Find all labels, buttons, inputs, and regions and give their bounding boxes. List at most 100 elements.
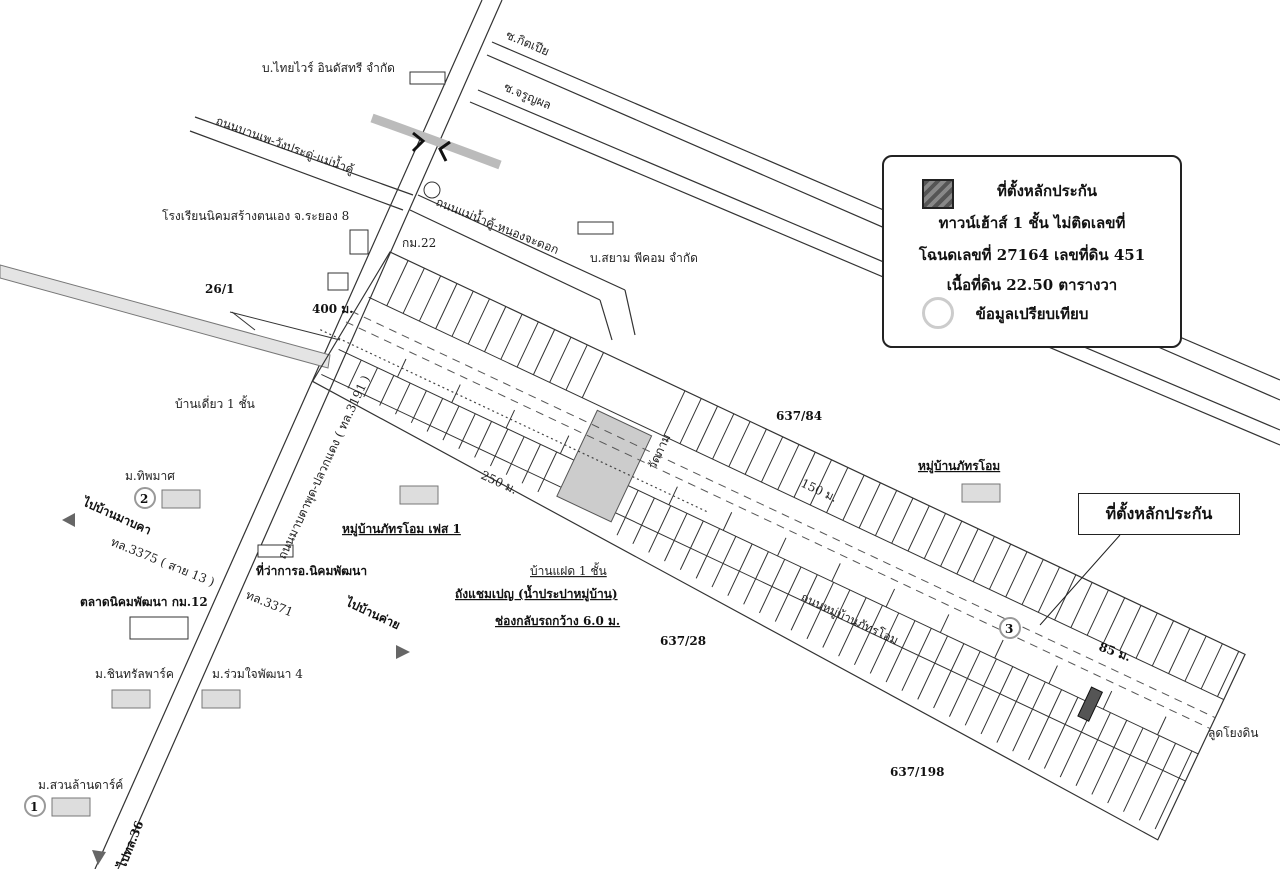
lot-line xyxy=(1005,551,1028,598)
lot-line xyxy=(759,559,786,614)
direction-arrows xyxy=(62,513,410,865)
lot-line xyxy=(505,436,525,475)
leaf-icon xyxy=(327,272,349,291)
label-district-office: ที่ว่าการอ.นิคมพัฒนา xyxy=(256,562,367,578)
lot-line xyxy=(722,512,733,531)
lot-line xyxy=(774,566,802,622)
comparison-ring-icon xyxy=(922,297,954,329)
lot-line xyxy=(632,497,655,545)
house-icons xyxy=(51,483,1001,817)
lot-line xyxy=(940,520,963,567)
lot-line xyxy=(858,482,881,529)
lot-line xyxy=(695,528,721,579)
lot-line xyxy=(379,375,395,406)
lot-line xyxy=(1021,559,1044,605)
lot-line xyxy=(442,405,460,441)
lot-line xyxy=(521,444,541,484)
lot-line xyxy=(1135,612,1158,659)
lot-line xyxy=(695,405,718,452)
lot-line xyxy=(1091,720,1128,795)
lot-line xyxy=(347,359,362,389)
label-return-gap: ช่องกลับรถกว้าง 6.0 ม. xyxy=(495,614,620,628)
lot-line xyxy=(467,298,490,345)
lot-line xyxy=(1070,582,1093,628)
house-icon xyxy=(961,483,1001,503)
lot-line xyxy=(549,336,572,383)
office-icon xyxy=(257,544,294,558)
comparison-marker-2: 2 xyxy=(134,487,156,509)
label-road-3371: ทล.3371 xyxy=(244,588,295,620)
label-road-maenamku: ถนนแม่น้ำคู้-หนองจะดอก xyxy=(434,193,562,258)
label-dist-85: 85 ม. xyxy=(1097,640,1133,664)
label-km22: กม.22 xyxy=(402,236,436,250)
lot-line xyxy=(1102,597,1126,644)
lot-line xyxy=(760,436,784,483)
lot-line xyxy=(648,505,672,553)
callout-pointer xyxy=(1039,534,1121,626)
lot-line xyxy=(663,390,686,437)
legend-area: เนื้อที่ดิน 22.50 ตารางวา xyxy=(946,276,1118,294)
lot-line xyxy=(1012,681,1046,752)
lot-line xyxy=(581,352,604,398)
lot-line xyxy=(418,275,442,322)
buddha-icon xyxy=(423,181,441,199)
label-water-tank: ถังแชมเปญ (น้ำประปาหมู่บ้าน) xyxy=(455,584,618,602)
lot-line xyxy=(831,563,841,582)
map-legend: ที่ตั้งหลักประกัน ทาวน์เฮ้าส์ 1 ชั้น ไม่… xyxy=(882,155,1182,348)
label-dist-400: 400 ม. xyxy=(312,302,353,316)
lot-line xyxy=(532,329,556,375)
label-to-road-36: ไปทล.36 xyxy=(113,818,146,869)
collateral-plot[interactable] xyxy=(1077,686,1104,722)
svg-text:2: 2 xyxy=(140,492,148,506)
lot-line xyxy=(679,398,702,444)
school-icon xyxy=(349,229,369,255)
lot-line xyxy=(616,490,639,536)
lot-line xyxy=(458,413,476,449)
lot-line xyxy=(368,296,1224,701)
lot-line xyxy=(1075,712,1111,786)
lot-line xyxy=(891,497,914,544)
lot-line xyxy=(489,428,509,467)
lot-line xyxy=(1043,697,1079,769)
lot-line xyxy=(565,344,588,391)
lot-line xyxy=(426,398,444,432)
label-dist-150: 150 ม. xyxy=(799,476,840,505)
lot-line xyxy=(1048,665,1058,684)
lot-line xyxy=(917,635,949,700)
label-plot-637-84: 637/84 xyxy=(776,409,822,423)
lot-line xyxy=(822,589,851,648)
label-m-ruamjai: ม.ร่วมใจพัฒนา 4 xyxy=(212,667,303,681)
legend-collateral: ที่ตั้งหลักประกัน xyxy=(996,182,1098,200)
label-plot-637-198: 637/198 xyxy=(890,765,944,779)
lot-line xyxy=(933,643,965,709)
label-soi-charoonphon: ซ.จรูญผล xyxy=(501,80,553,113)
lot-line xyxy=(1107,727,1144,804)
house-icon xyxy=(201,689,241,709)
legend-comparison: ข้อมูลเปรียบเทียบ xyxy=(975,305,1089,323)
lot-line xyxy=(711,536,737,588)
lot-line xyxy=(516,321,539,368)
lot-line xyxy=(1200,643,1223,690)
label-village-phase1: หมู่บ้านภัทรโอม เฟส 1 xyxy=(342,521,461,537)
lot-line xyxy=(395,382,411,415)
label-m-thipmat: ม.ทิพมาศ xyxy=(125,469,175,483)
development-plan xyxy=(311,251,1246,841)
label-market: ตลาดนิคมพัฒนา กม.12 xyxy=(80,595,208,609)
lot-line xyxy=(853,605,883,666)
label-road-banped: ถนนบานเพ-วังประดู่-แม่น้ำคู้ xyxy=(214,112,357,178)
label-soi-kitpiya: ซ.กิตเปีย xyxy=(504,28,552,59)
lot-line xyxy=(1123,735,1160,812)
collateral-callout: ที่ตั้งหลักประกัน xyxy=(1078,493,1240,535)
lot-line xyxy=(980,666,1014,735)
lot-line xyxy=(451,290,474,337)
comparison-marker-3: 3 xyxy=(999,617,1021,639)
lot-line xyxy=(679,520,704,570)
main-road xyxy=(94,0,503,869)
lot-line xyxy=(386,260,409,306)
lot-line xyxy=(885,620,916,683)
lot-line xyxy=(874,490,898,536)
lot-line xyxy=(338,348,1199,755)
lot-line xyxy=(363,367,379,398)
lot-line xyxy=(1138,743,1177,821)
